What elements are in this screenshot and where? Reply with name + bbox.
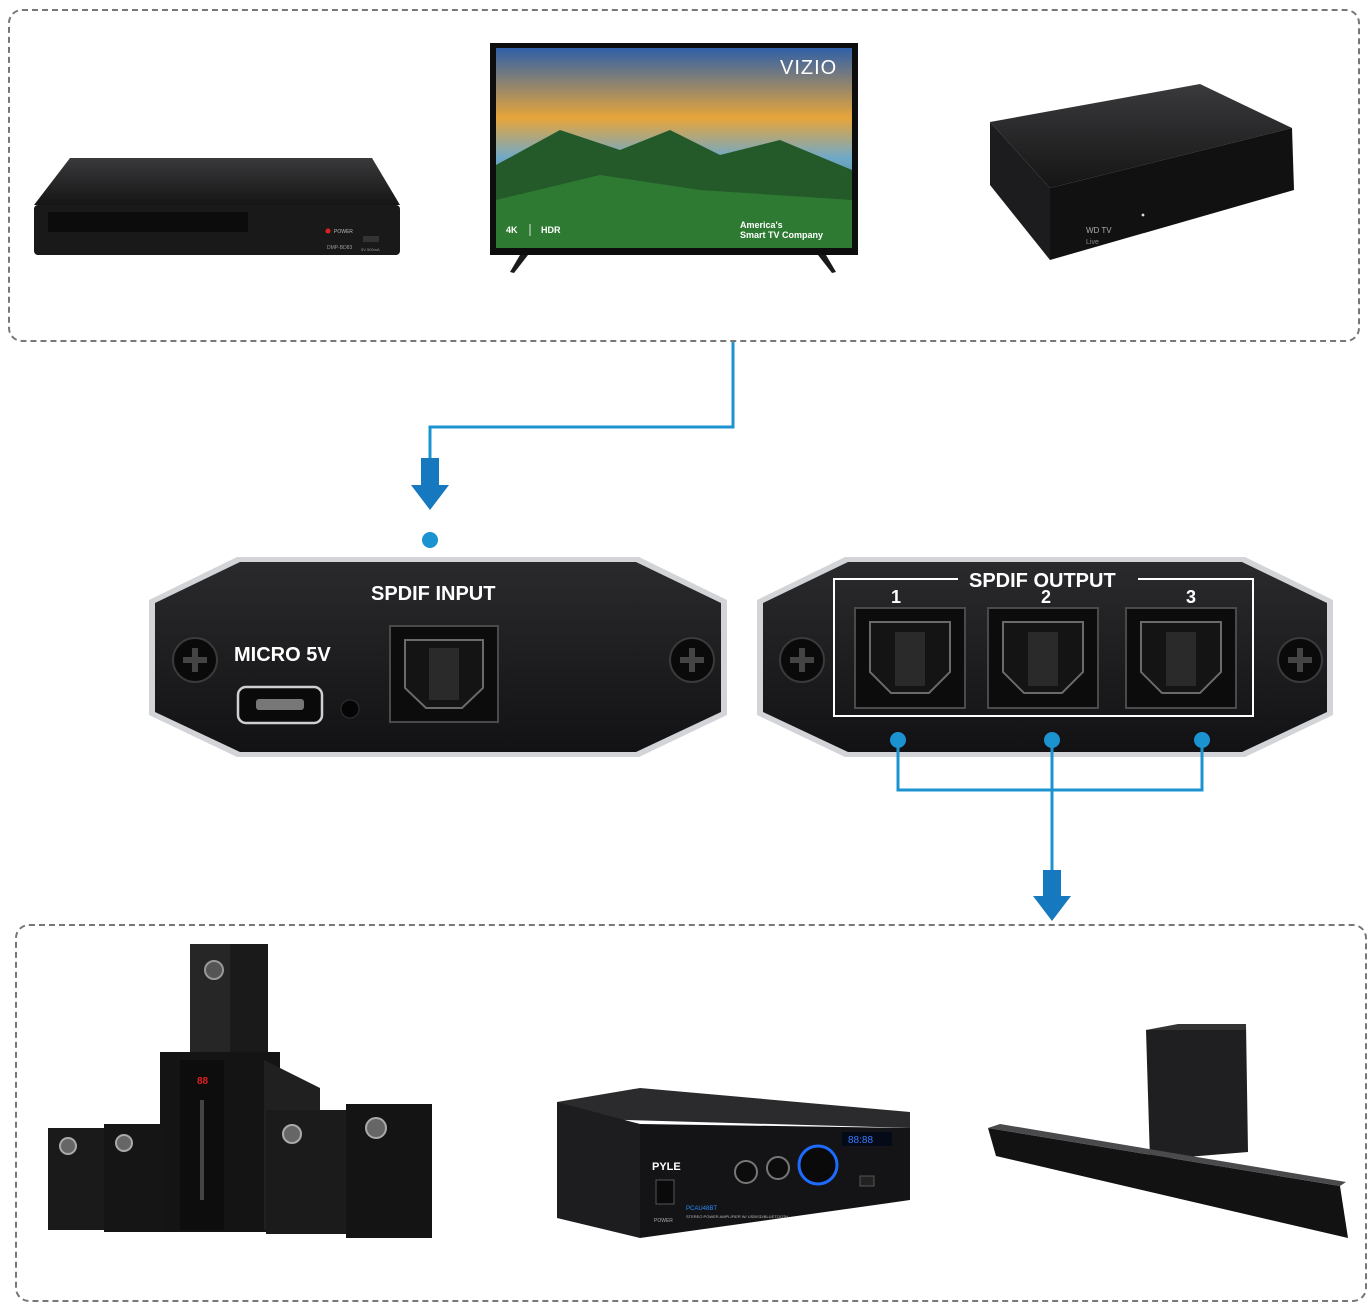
svg-text:88: 88: [197, 1076, 209, 1087]
vizio-tv: VIZIO 4K HDR America's Smart TV Company: [490, 43, 858, 273]
micro-5v-label: MICRO 5V: [234, 644, 331, 666]
status-led-icon: [340, 699, 360, 719]
pyle-amplifier: PYLE POWER PCAU48BT STEREO POWER AMPLIFI…: [557, 1088, 910, 1238]
source-devices-group: [8, 9, 1360, 342]
tv-tagline-line1: America's: [740, 220, 783, 230]
output-connector: [890, 732, 1210, 921]
optical-output-port-icon: [1125, 607, 1237, 709]
tv-hdr-badge: HDR: [541, 225, 561, 235]
amp-subtitle: STEREO POWER AMPLIFIER W/ USB/SD/BLUETOO…: [686, 1214, 788, 1219]
output-arrow-icon: [1033, 870, 1071, 921]
pyle-brand: PYLE: [652, 1161, 681, 1173]
output-port-number: 3: [1186, 587, 1196, 607]
amp-power-label: POWER: [654, 1218, 673, 1224]
screw-icon: [1277, 637, 1323, 683]
splitter-input-module: MICRO 5V SPDIF INPUT: [149, 557, 727, 757]
blu-ray-player: POWER DMP-BD83 5V 500mA: [34, 158, 400, 255]
tv-brand-logo: VIZIO: [780, 57, 837, 79]
output-port-number: 1: [891, 587, 901, 607]
splitter-output-module: SPDIF OUTPUT 1 2 3: [757, 557, 1333, 757]
spdif-input-label: SPDIF INPUT: [371, 583, 495, 605]
wd-tv-media-player: WD WD TV Live: [990, 84, 1294, 260]
wd-tv-sub: Live: [1086, 239, 1099, 246]
input-arrow-icon: [411, 458, 449, 510]
optical-input-port-icon: [389, 625, 499, 723]
wd-logo-text: WD: [1088, 212, 1102, 221]
input-dot-icon: [422, 532, 438, 548]
screw-icon: [779, 637, 825, 683]
amp-model: PCAU48BT: [686, 1206, 717, 1212]
soundbar-and-subwoofer: [988, 1024, 1348, 1238]
tv-4k-badge: 4K: [506, 225, 518, 235]
blu-ray-model-label: DMP-BD83: [327, 245, 353, 251]
output-dot-icon: [890, 732, 906, 748]
screw-icon: [669, 637, 715, 683]
amp-display: 88:88: [848, 1135, 873, 1146]
optical-output-port-icon: [854, 607, 966, 709]
output-dot-icon: [1194, 732, 1210, 748]
home-theater-speakers: 88: [48, 944, 432, 1238]
blu-ray-power-label: POWER: [334, 229, 353, 235]
input-connector: [411, 342, 735, 548]
output-port-number: 2: [1041, 587, 1051, 607]
tv-tagline-line2: Smart TV Company: [740, 230, 823, 240]
output-port-frame: [833, 578, 1254, 717]
output-dot-icon: [1044, 732, 1060, 748]
output-devices-group: [15, 924, 1367, 1302]
blu-ray-usb-label: 5V 500mA: [361, 247, 380, 252]
micro-usb-port-icon: [236, 685, 324, 725]
optical-output-port-icon: [987, 607, 1099, 709]
screw-icon: [172, 637, 218, 683]
spdif-output-label: SPDIF OUTPUT: [969, 570, 1116, 592]
wd-tv-name: WD TV: [1086, 226, 1112, 235]
power-led-icon: [325, 228, 331, 234]
